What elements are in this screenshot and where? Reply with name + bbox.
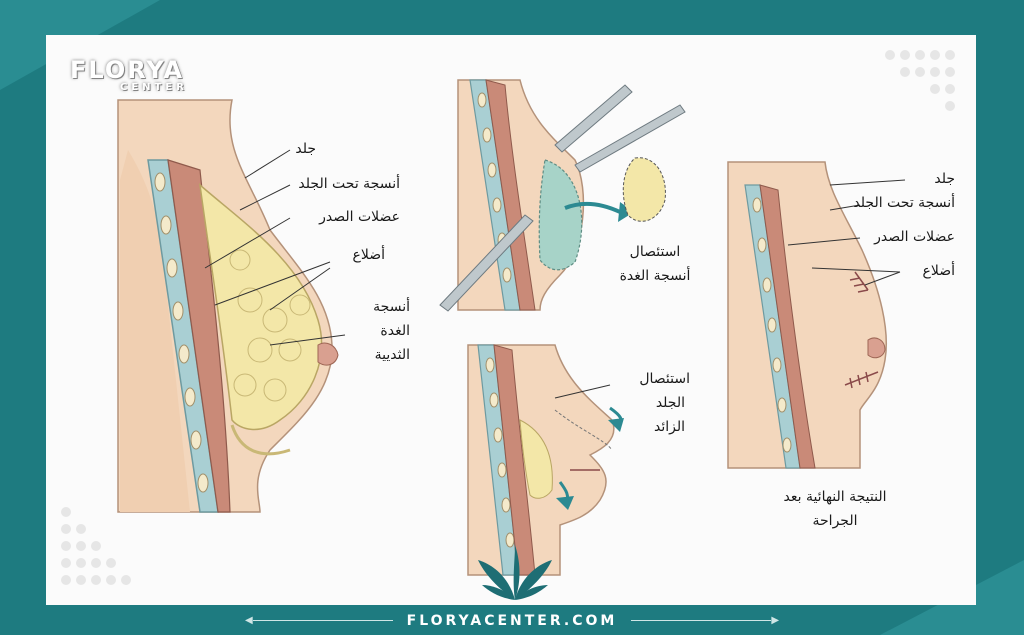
left-label-subcutaneous: أنسجة تحت الجلد — [298, 176, 400, 192]
left-label-gland-3: الثديية — [374, 347, 410, 363]
dot-pattern-top-right — [885, 50, 955, 111]
footer-right-line — [631, 620, 772, 621]
brand-name: FLORYA — [70, 56, 185, 84]
footer-right-arrow-icon: ▶ — [771, 615, 780, 626]
dot-pattern-bottom-left — [61, 507, 131, 585]
right-label-skin: جلد — [934, 171, 955, 187]
footer-left-arrow-icon: ◀ — [244, 615, 253, 626]
final-result-illustration — [727, 161, 906, 469]
breast-anatomy-illustration — [117, 99, 346, 513]
brand-sub: CENTER — [120, 82, 188, 93]
left-label-gland-1: أنسجة — [373, 299, 410, 315]
footer-bar: ◀ FLORYACENTER.COM ▶ — [0, 606, 1024, 635]
footer-left-line — [252, 620, 393, 621]
gland-removal-illustration — [439, 79, 686, 312]
website-url[interactable]: FLORYACENTER.COM — [406, 612, 618, 629]
skin-removal-illustration — [467, 344, 624, 576]
left-label-chest-muscles: عضلات الصدر — [319, 209, 400, 225]
brand-logo: FLORYA CENTER — [70, 58, 188, 94]
mid-label-skin-removal-2: الجلد — [655, 395, 685, 411]
mid-label-gland-removal-2: أنسجة الغدة — [619, 268, 691, 284]
right-label-chest-muscles: عضلات الصدر — [874, 229, 955, 245]
left-label-skin: جلد — [295, 141, 316, 157]
mid-label-gland-removal-1: استئصال — [629, 244, 681, 260]
left-label-ribs: أضلاع — [352, 247, 385, 263]
mid-label-skin-removal-3: الزائد — [653, 419, 685, 435]
right-label-ribs: أضلاع — [922, 263, 955, 279]
left-label-gland-2: الغدة — [380, 323, 410, 339]
right-label-result-1: النتيجة النهائية بعد — [783, 489, 887, 505]
mid-label-skin-removal-1: استئصال — [639, 371, 690, 387]
lotus-logo-icon — [478, 545, 552, 600]
right-label-subcutaneous: أنسجة تحت الجلد — [853, 195, 955, 211]
right-label-result-2: الجراحة — [812, 513, 858, 529]
